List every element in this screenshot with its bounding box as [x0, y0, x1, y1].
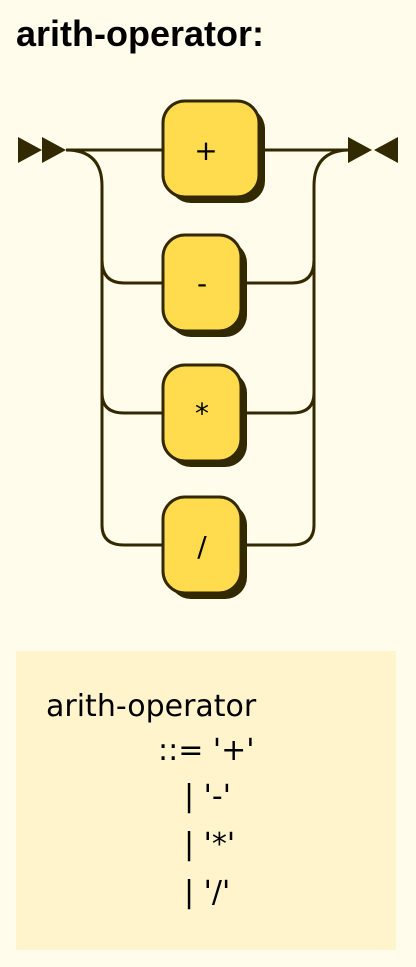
terminal-minus-label: -	[197, 267, 207, 300]
terminal-star-label: *	[195, 397, 209, 430]
left-branch-rail	[65, 148, 164, 547]
start-marker-icon	[18, 137, 66, 163]
end-marker-icon	[348, 137, 398, 163]
terminal-slash: /	[161, 495, 247, 599]
ebnf-line-4: | '/'	[184, 875, 231, 910]
railroad-diagram: + - * /	[18, 99, 398, 599]
ebnf-line-3: | '*'	[184, 827, 236, 862]
ebnf-rule-name: arith-operator	[46, 689, 257, 724]
rule-title: arith-operator:	[16, 13, 265, 54]
ebnf-definition: arith-operator ::= '+' | '-' | '*' | '/'	[16, 651, 396, 950]
ebnf-line-1: ::= '+'	[158, 733, 255, 768]
right-branch-rail	[240, 148, 351, 547]
ebnf-line-2: | '-'	[184, 779, 231, 814]
terminal-slash-label: /	[197, 530, 207, 563]
terminal-plus-label: +	[194, 134, 217, 167]
terminal-minus: -	[161, 233, 247, 337]
terminal-plus: +	[161, 99, 265, 203]
terminal-star: *	[161, 363, 247, 467]
